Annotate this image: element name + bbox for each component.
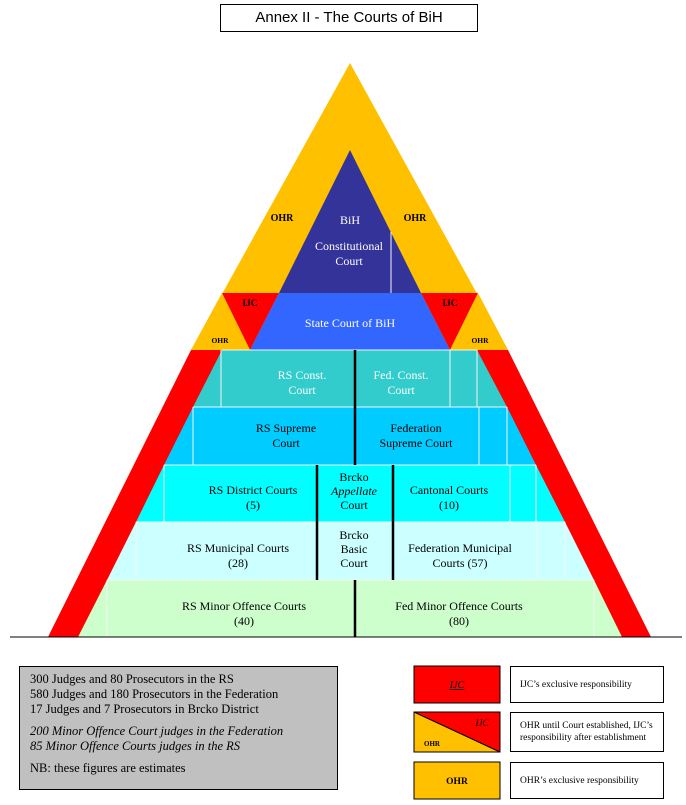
rs-municipal-courts-1: RS Municipal Courts bbox=[187, 541, 289, 555]
constitutional-court-label-2: Constitutional bbox=[315, 239, 384, 253]
state-court-region bbox=[250, 293, 450, 350]
fed-municipal-courts-2: Courts (57) bbox=[433, 556, 488, 570]
fed-supreme-court-1: Federation bbox=[390, 421, 441, 435]
ijc-left-side bbox=[48, 350, 222, 637]
brcko-appellate-1: Brcko bbox=[339, 470, 368, 484]
cantonal-courts-1: Cantonal Courts bbox=[410, 483, 489, 497]
rs-const-court-1: RS Const. bbox=[278, 368, 327, 382]
supreme-row bbox=[164, 407, 536, 465]
stats-line-minor-rs: 85 Minor Offence Courts judges in the RS bbox=[30, 739, 241, 753]
ohr-label-left: OHR bbox=[271, 213, 295, 224]
stats-line-federation: 580 Judges and 180 Prosecutors in the Fe… bbox=[30, 687, 279, 701]
rs-supreme-court-1: RS Supreme bbox=[256, 421, 316, 435]
legend-swatch-ohr bbox=[413, 761, 501, 800]
stats-note: NB: these figures are estimates bbox=[30, 761, 186, 775]
const-row bbox=[193, 350, 507, 407]
legend-swatch-mixed-ohr: OHR bbox=[424, 740, 441, 748]
fed-const-court-2: Court bbox=[387, 383, 415, 397]
ohr-left-triangle bbox=[191, 293, 250, 350]
brcko-appellate-2: Appellate bbox=[330, 484, 378, 498]
ijc-right-side bbox=[477, 350, 651, 637]
legend-label-mixed: OHR until Court established, IJC’s respo… bbox=[510, 712, 664, 752]
brcko-basic-2: Basic bbox=[341, 542, 368, 556]
cantonal-courts-2: (10) bbox=[439, 498, 459, 512]
ijc-left-triangle bbox=[222, 293, 279, 350]
ijc-right-triangle bbox=[421, 293, 478, 350]
rs-const-court-2: Court bbox=[288, 383, 316, 397]
rs-minor-offence-1: RS Minor Offence Courts bbox=[182, 599, 306, 613]
legend-swatch-mixed-ijc: IJC bbox=[475, 718, 490, 728]
legend-swatch-ohr-text: OHR bbox=[446, 777, 468, 787]
minor-row bbox=[78, 580, 622, 637]
rs-minor-offence-2: (40) bbox=[234, 614, 254, 628]
district-row bbox=[136, 465, 565, 522]
constitutional-court-label-3: Court bbox=[335, 254, 363, 268]
brcko-appellate-3: Court bbox=[340, 498, 368, 512]
brcko-basic-1: Brcko bbox=[339, 528, 368, 542]
rs-supreme-court-2: Court bbox=[272, 436, 300, 450]
rs-municipal-courts-2: (28) bbox=[228, 556, 248, 570]
ohr-small-left: OHR bbox=[211, 336, 229, 345]
brcko-basic-3: Court bbox=[340, 556, 368, 570]
statistics-box: 300 Judges and 80 Prosecutors in the RS … bbox=[19, 666, 338, 790]
constitutional-court-label-1: BiH bbox=[340, 213, 360, 227]
municipal-row bbox=[107, 522, 594, 580]
fed-const-court-1: Fed. Const. bbox=[373, 368, 428, 382]
constitutional-court-region bbox=[279, 150, 421, 293]
rs-district-courts-1: RS District Courts bbox=[209, 483, 298, 497]
legend-label-ijc: IJC’s exclusive responsibility bbox=[510, 666, 664, 703]
ohr-right-triangle bbox=[450, 293, 508, 350]
ijc-label-right: IJC bbox=[442, 299, 457, 309]
stats-line-brcko: 17 Judges and 7 Prosecutors in Brcko Dis… bbox=[30, 702, 259, 716]
ijc-label-left: IJC bbox=[242, 299, 257, 309]
legend-swatch-ijc bbox=[413, 665, 501, 704]
ohr-label-right: OHR bbox=[404, 213, 428, 224]
rs-district-courts-2: (5) bbox=[246, 498, 260, 512]
fed-minor-offence-2: (80) bbox=[449, 614, 469, 628]
legend-swatch-ijc-text: IJC bbox=[449, 680, 465, 691]
legend-label-ohr: OHR’s exclusive responsibility bbox=[510, 762, 664, 799]
stats-line-rs: 300 Judges and 80 Prosecutors in the RS bbox=[30, 672, 234, 686]
fed-supreme-court-2: Supreme Court bbox=[380, 436, 454, 450]
ohr-small-right: OHR bbox=[471, 336, 489, 345]
fed-municipal-courts-1: Federation Municipal bbox=[408, 541, 512, 555]
fed-minor-offence-1: Fed Minor Offence Courts bbox=[395, 599, 523, 613]
state-court-label: State Court of BiH bbox=[305, 316, 396, 330]
page-title: Annex II - The Courts of BiH bbox=[220, 4, 478, 32]
stats-line-minor-fed: 200 Minor Offence Court judges in the Fe… bbox=[30, 724, 284, 738]
